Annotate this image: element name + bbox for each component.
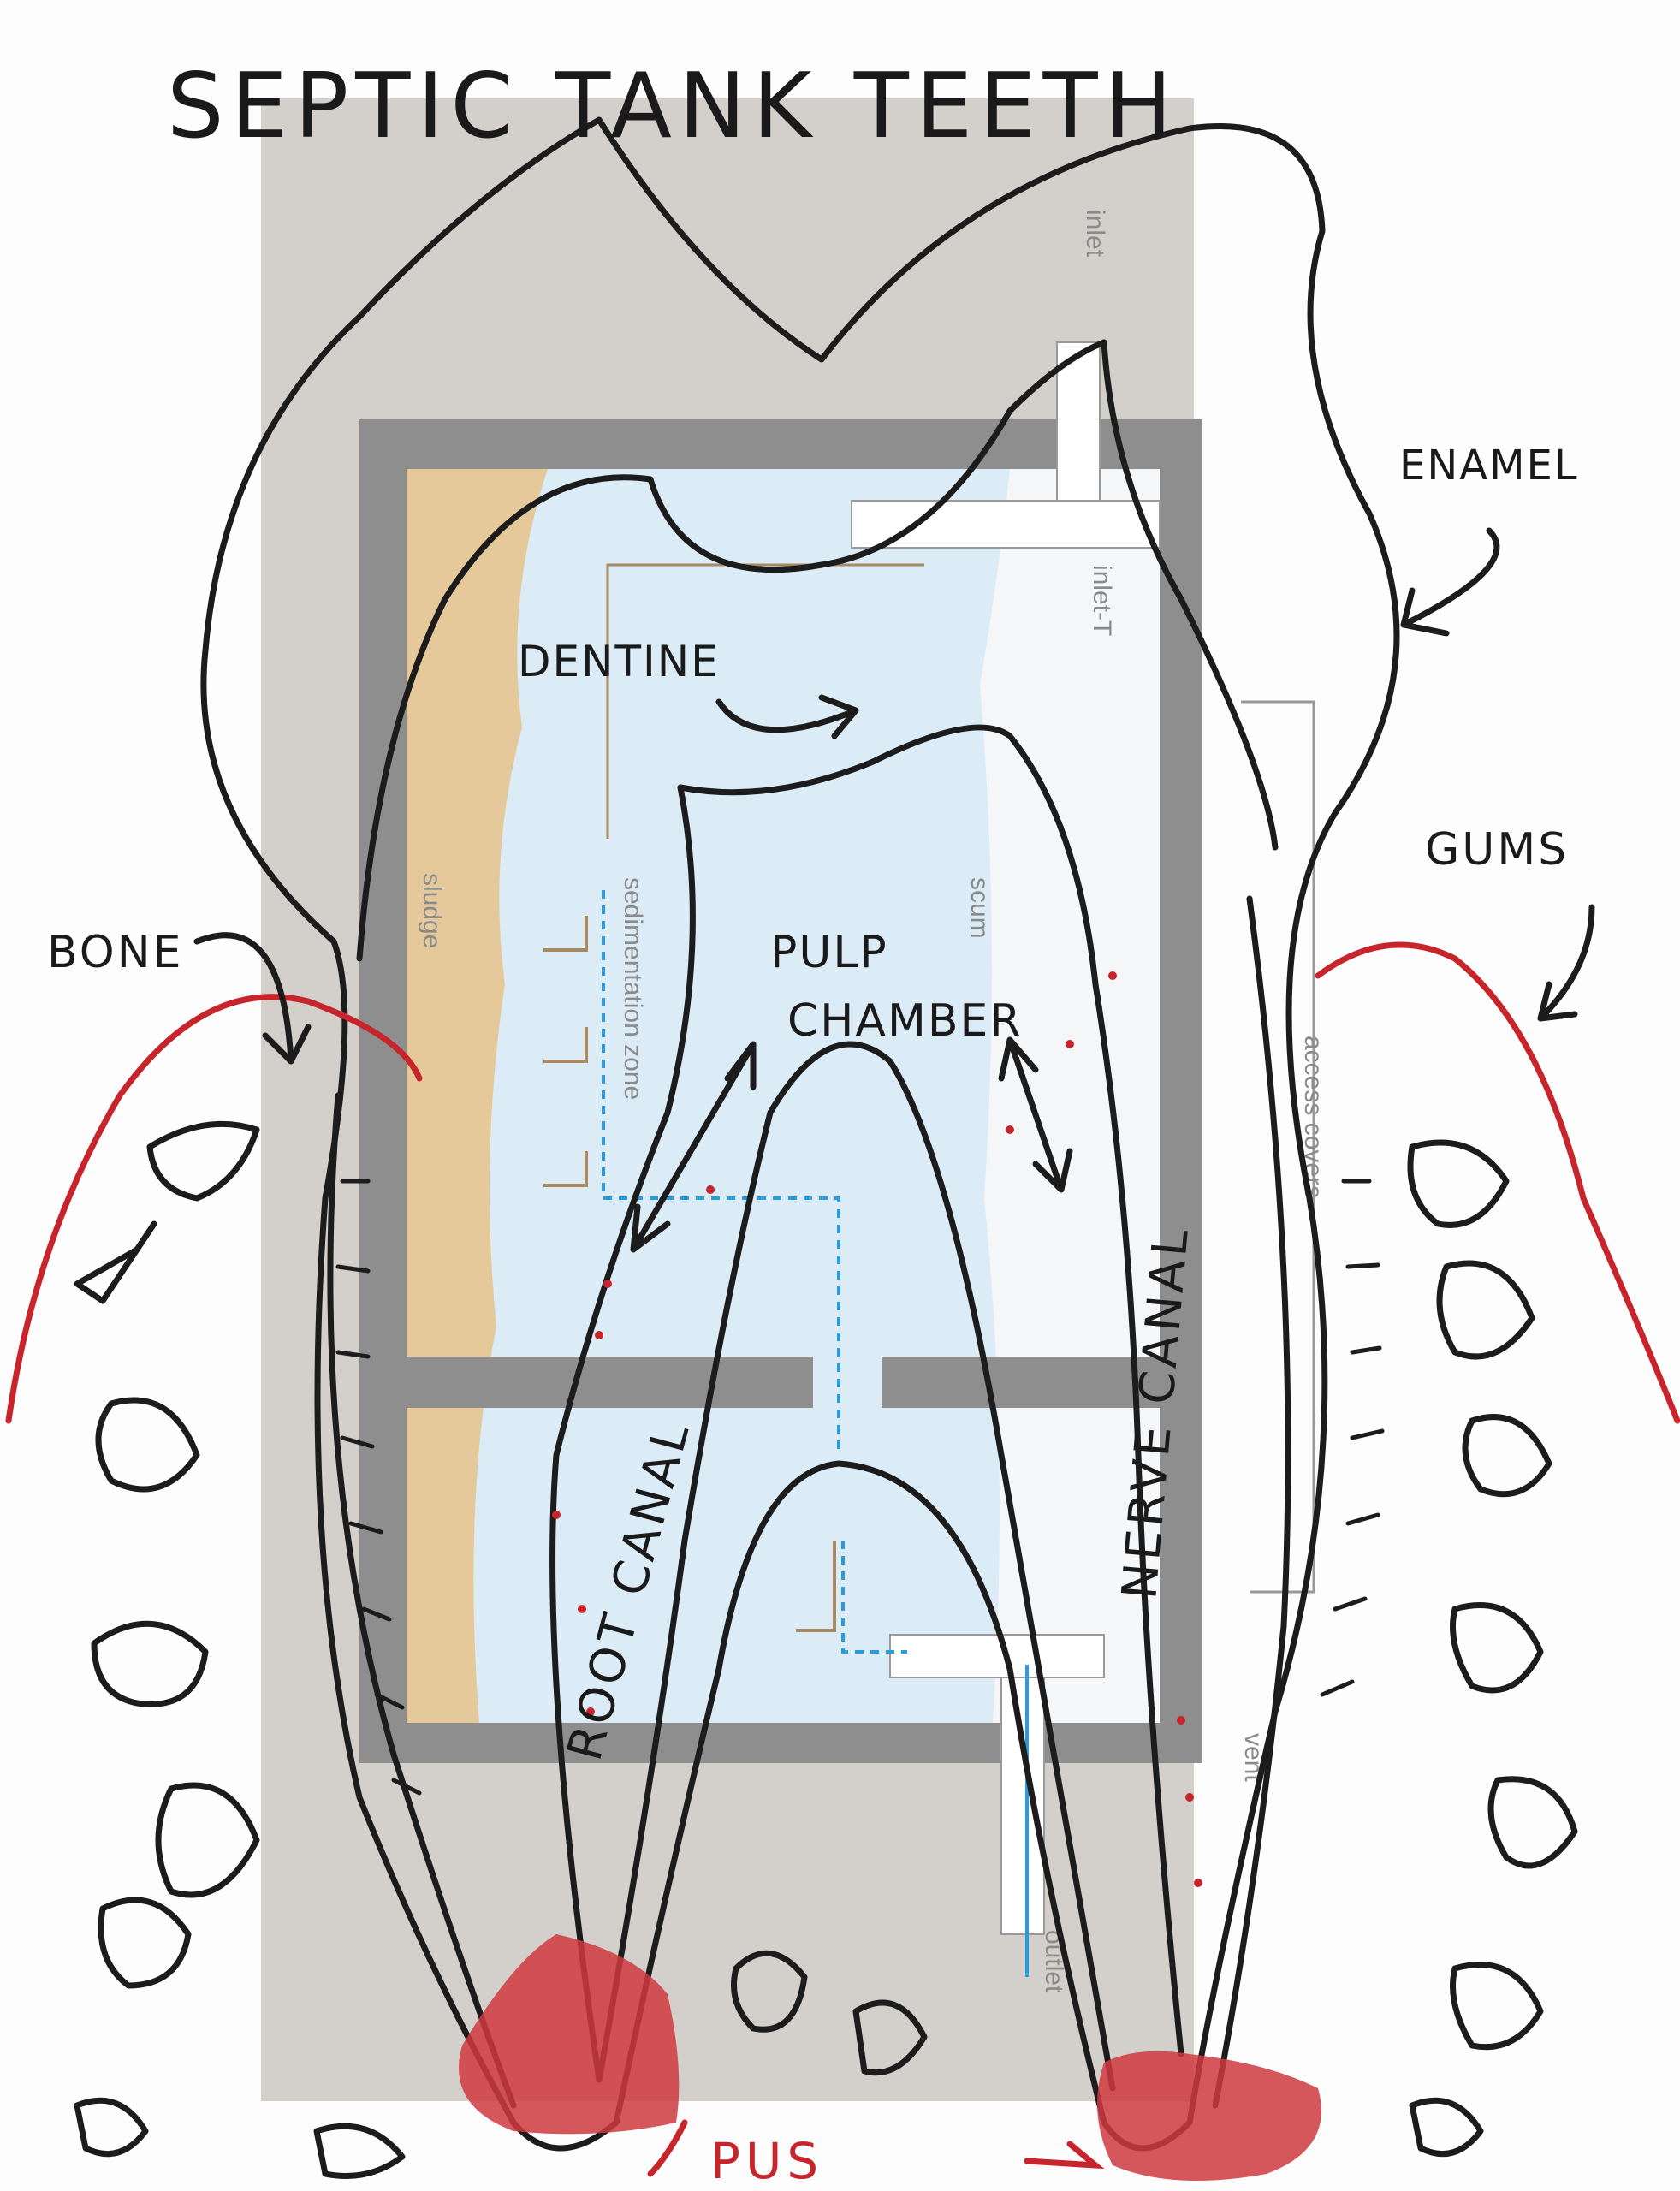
- flow-arrow-outlet: [841, 1541, 907, 1654]
- pus-label: PUS: [710, 2132, 823, 2190]
- access-cover-bracket: [1241, 700, 1315, 1594]
- root-canal-arrow: [630, 1041, 757, 1253]
- gums-label: GUMS: [1425, 824, 1569, 876]
- gums-right: [1315, 941, 1680, 1424]
- periodontal-dashes: [335, 1179, 1385, 1796]
- flow-arrow-main: [602, 890, 840, 1455]
- pulp-chamber-left: [549, 784, 696, 2083]
- root-canal-inner: [596, 1041, 1116, 2092]
- baffle-left: [407, 1357, 813, 1408]
- sludge-layer: [407, 469, 548, 1723]
- baffle-right: [882, 1357, 1160, 1408]
- pulp-chamber-right: [677, 724, 1184, 2057]
- root-line-left: [327, 1092, 517, 2109]
- pus-right: [1097, 2051, 1321, 2181]
- nerve-canal-arrow: [998, 1036, 1073, 1193]
- dentine-line-right: [1101, 339, 1279, 851]
- pus-arrows: [647, 2119, 1105, 2177]
- outlet-t: [889, 1634, 1105, 1678]
- outlet-pipe: [1000, 1677, 1045, 1935]
- inlet-t: [851, 500, 1161, 549]
- bone-label: BONE: [47, 927, 183, 978]
- inlet-t-label: inlet-T: [1088, 565, 1116, 636]
- dentine-arrow: [715, 694, 859, 739]
- dentine-line: [356, 339, 1107, 962]
- inlet-pipe: [1056, 341, 1101, 502]
- pus-left: [459, 1934, 680, 2135]
- root-line-right: [1212, 895, 1291, 2109]
- inlet-label: inlet: [1081, 210, 1109, 258]
- enamel-label: ENAMEL: [1399, 442, 1579, 490]
- gums-arrow: [1537, 904, 1595, 1022]
- pulp-label: PULP: [770, 927, 888, 978]
- sedimentation-zone-label: sedimentation zone: [619, 877, 647, 1100]
- infection-dots: [552, 971, 1202, 1887]
- title: SEPTIC TANK TEETH: [167, 54, 1179, 158]
- gums-left: [5, 994, 423, 1424]
- chamber-label: CHAMBER: [787, 995, 1023, 1047]
- enamel-arrow: [1400, 527, 1500, 637]
- scum-label: scum: [965, 877, 994, 939]
- sludge-label: sludge: [418, 873, 446, 948]
- tooth-outline: [200, 116, 1400, 2152]
- sludge-hooks: [543, 916, 836, 1632]
- bone-blobs: [74, 1120, 1578, 2179]
- bone-arrow: [193, 932, 312, 1065]
- dentine-label: DENTINE: [518, 637, 720, 686]
- scum-layer: [980, 469, 1160, 1723]
